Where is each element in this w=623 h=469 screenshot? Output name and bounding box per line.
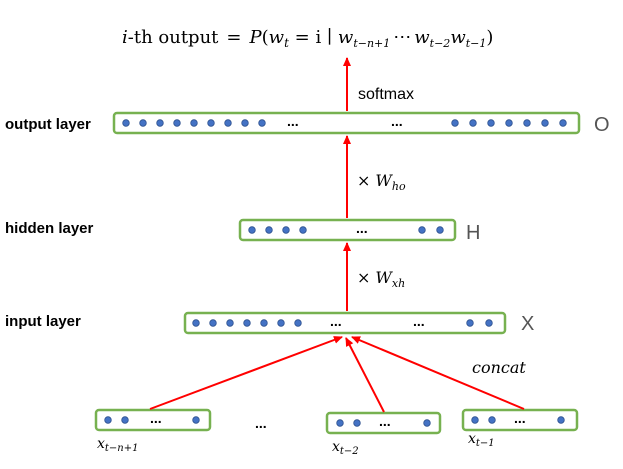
output-layer-box: ... ...: [112, 111, 581, 135]
word-vector-box-1: ...: [94, 408, 212, 432]
neuron-dot: [224, 119, 232, 127]
neuron-dot: [282, 226, 290, 234]
neuron-dot: [451, 119, 459, 127]
neuron-dot: [156, 119, 164, 127]
neuron-dot: [299, 226, 307, 234]
neuron-dot: [104, 416, 112, 424]
neuron-dot: [173, 119, 181, 127]
neuron-dot: [505, 119, 513, 127]
x-label-2: xt−2: [332, 439, 359, 457]
neuron-dot: [207, 119, 215, 127]
neuron-dot: [418, 226, 426, 234]
neuron-dot: [192, 416, 200, 424]
hidden-ellipsis: ...: [356, 220, 368, 236]
neuron-dot: [122, 119, 130, 127]
arrow-concat-2: [345, 337, 385, 413]
neuron-dot: [226, 319, 234, 327]
neuron-dot: [248, 226, 256, 234]
x-label-1: xt−n+1: [97, 436, 139, 454]
output-ellipsis-2: ...: [391, 113, 403, 129]
neuron-dot: [487, 119, 495, 127]
word-vector-3-ellipsis: ...: [514, 410, 526, 426]
word-vector-2-ellipsis: ...: [379, 413, 391, 429]
neuron-dot: [192, 319, 200, 327]
neuron-dot: [541, 119, 549, 127]
neuron-dot: [241, 119, 249, 127]
neuron-dot: [436, 226, 444, 234]
word-vector-box-2: ...: [325, 411, 442, 435]
neuron-dot: [488, 416, 496, 424]
output-letter: O: [594, 114, 610, 136]
input-neurons: [192, 319, 493, 327]
neuron-dot: [258, 119, 266, 127]
input-layer-label: input layer: [5, 313, 81, 330]
neuron-dot: [190, 119, 198, 127]
x-label-3: xt−1: [468, 431, 495, 449]
formula: i-th output=P(wt = i ∣ wt−n+1⋯wt−2wt−1): [122, 27, 493, 50]
neuron-dot: [277, 319, 285, 327]
hidden-layer-box: ...: [238, 218, 457, 242]
input-ellipsis-2: ...: [413, 313, 425, 329]
word-vector-1-ellipsis: ...: [150, 410, 162, 426]
word-vector-2-neurons: [336, 419, 431, 427]
hidden-letter: H: [466, 222, 480, 244]
neuron-dot: [557, 416, 565, 424]
output-ellipsis-1: ...: [287, 113, 299, 129]
neuron-dot: [485, 319, 493, 327]
neuron-dot: [243, 319, 251, 327]
neuron-dot: [265, 226, 273, 234]
softmax-label: softmax: [358, 86, 414, 103]
neuron-dot: [209, 319, 217, 327]
input-ellipsis-1: ...: [330, 313, 342, 329]
output-neurons: [122, 119, 567, 127]
neuron-dot: [423, 419, 431, 427]
input-layer-box: ... ...: [183, 311, 507, 335]
neuron-dot: [523, 119, 531, 127]
concat-label: concat: [472, 358, 526, 377]
neuron-dot: [469, 119, 477, 127]
w-xh-label: ×Wxh: [357, 268, 405, 290]
word-vector-3-neurons: [471, 416, 565, 424]
between-words-ellipsis: ...: [255, 415, 267, 431]
output-layer-label: output layer: [5, 116, 91, 133]
word-vector-1-neurons: [104, 416, 200, 424]
arrow-concat-3: [351, 336, 525, 410]
neuron-dot: [353, 419, 361, 427]
neuron-dot: [471, 416, 479, 424]
hidden-layer-label: hidden layer: [5, 220, 94, 237]
neuron-dot: [260, 319, 268, 327]
neuron-dot: [139, 119, 147, 127]
word-vector-box-3: ...: [461, 408, 579, 432]
hidden-neurons: [248, 226, 444, 234]
neuron-dot: [336, 419, 344, 427]
neuron-dot: [294, 319, 302, 327]
neuron-dot: [121, 416, 129, 424]
neuron-dot: [466, 319, 474, 327]
input-letter: X: [521, 313, 534, 335]
neuron-dot: [559, 119, 567, 127]
w-ho-label: ×Who: [357, 171, 406, 193]
arrow-concat-1: [149, 336, 343, 410]
